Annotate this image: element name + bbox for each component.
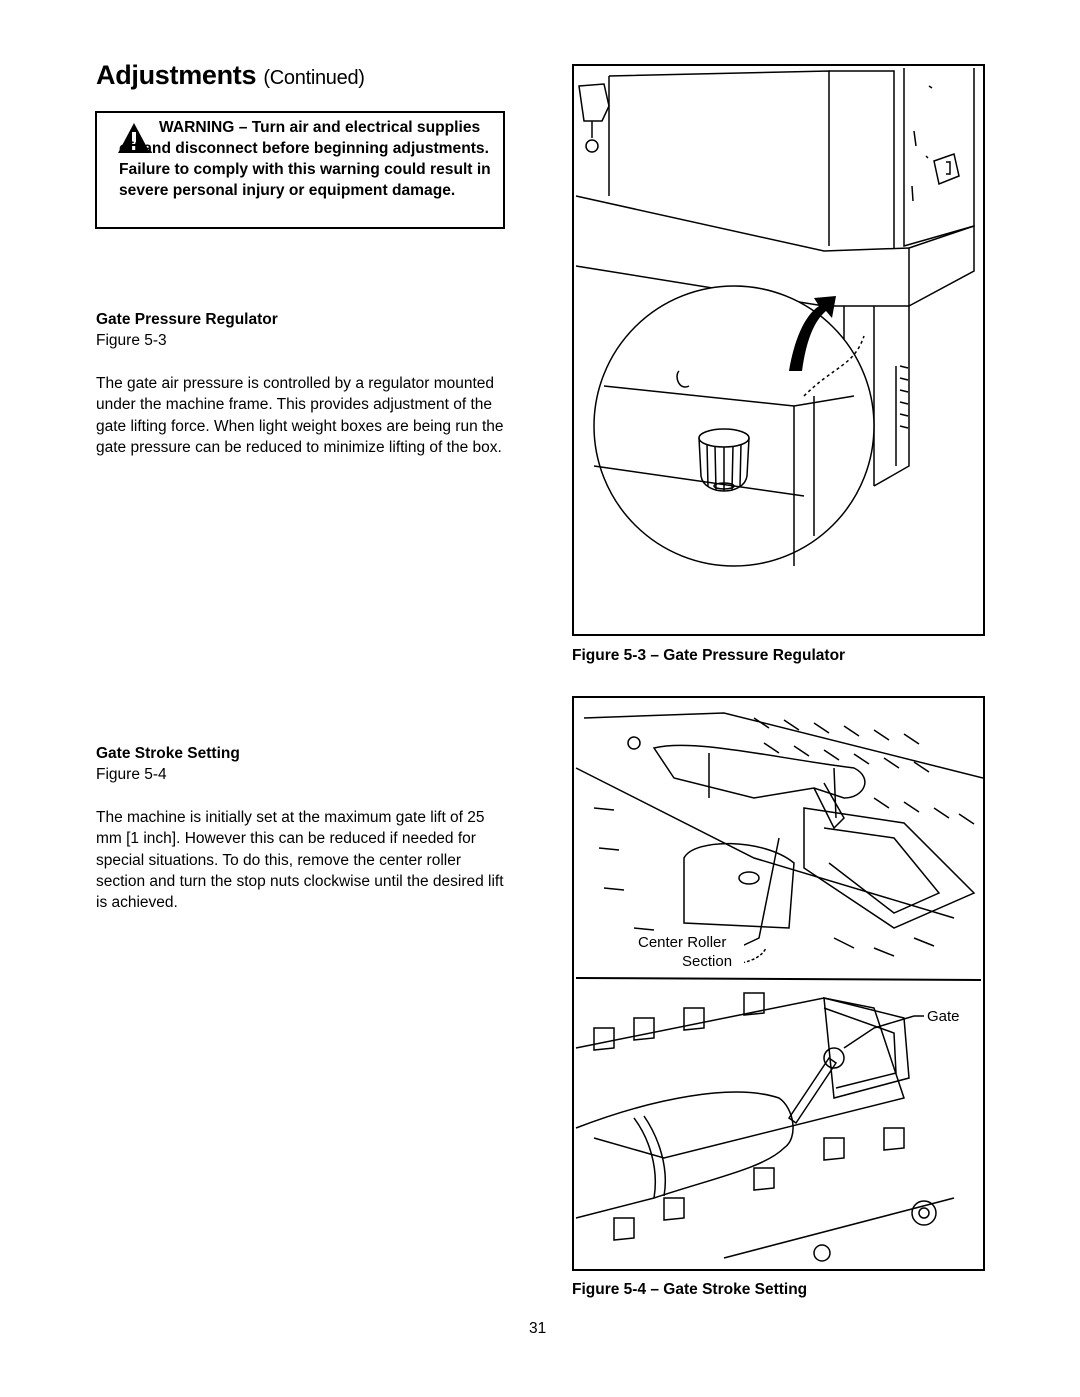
figure-5-4-caption: Figure 5-4 – Gate Stroke Setting bbox=[572, 1281, 808, 1298]
section-heading-gate-stroke: Gate Stroke Setting bbox=[96, 745, 240, 762]
page-title-main: Adjustments bbox=[96, 60, 257, 90]
warning-triangle-icon bbox=[118, 123, 150, 153]
figure-5-4-labels: Center Roller Section Gate bbox=[634, 931, 960, 1025]
label-gate: Gate bbox=[927, 1008, 960, 1025]
label-center-roller: Center Roller bbox=[638, 934, 726, 951]
page-number: 31 bbox=[529, 1320, 547, 1337]
page-title-suffix: (Continued) bbox=[263, 67, 365, 89]
gate-stroke-setting-illustration: Center Roller Section Gate bbox=[575, 712, 984, 1262]
label-section: Section bbox=[682, 953, 732, 970]
figure-ref-5-4: Figure 5-4 bbox=[96, 766, 167, 783]
figure-5-3 bbox=[572, 64, 985, 636]
section-body-gate-pressure: The gate air pressure is controlled by a… bbox=[96, 375, 504, 456]
figure-5-4: Center Roller Section Gate bbox=[572, 696, 985, 1271]
figure-ref-5-3: Figure 5-3 bbox=[96, 332, 167, 349]
warning-text: WARNING – Turn air and electrical suppli… bbox=[119, 119, 491, 199]
warning-box: WARNING – Turn air and electrical suppli… bbox=[95, 111, 505, 229]
section-heading-gate-pressure: Gate Pressure Regulator bbox=[96, 311, 278, 328]
section-body-gate-stroke: The machine is initially set at the maxi… bbox=[96, 809, 504, 912]
figure-5-3-caption: Figure 5-3 – Gate Pressure Regulator bbox=[572, 647, 846, 664]
gate-pressure-regulator-illustration bbox=[575, 68, 975, 567]
page-title: Adjustments (Continued) bbox=[96, 60, 365, 91]
